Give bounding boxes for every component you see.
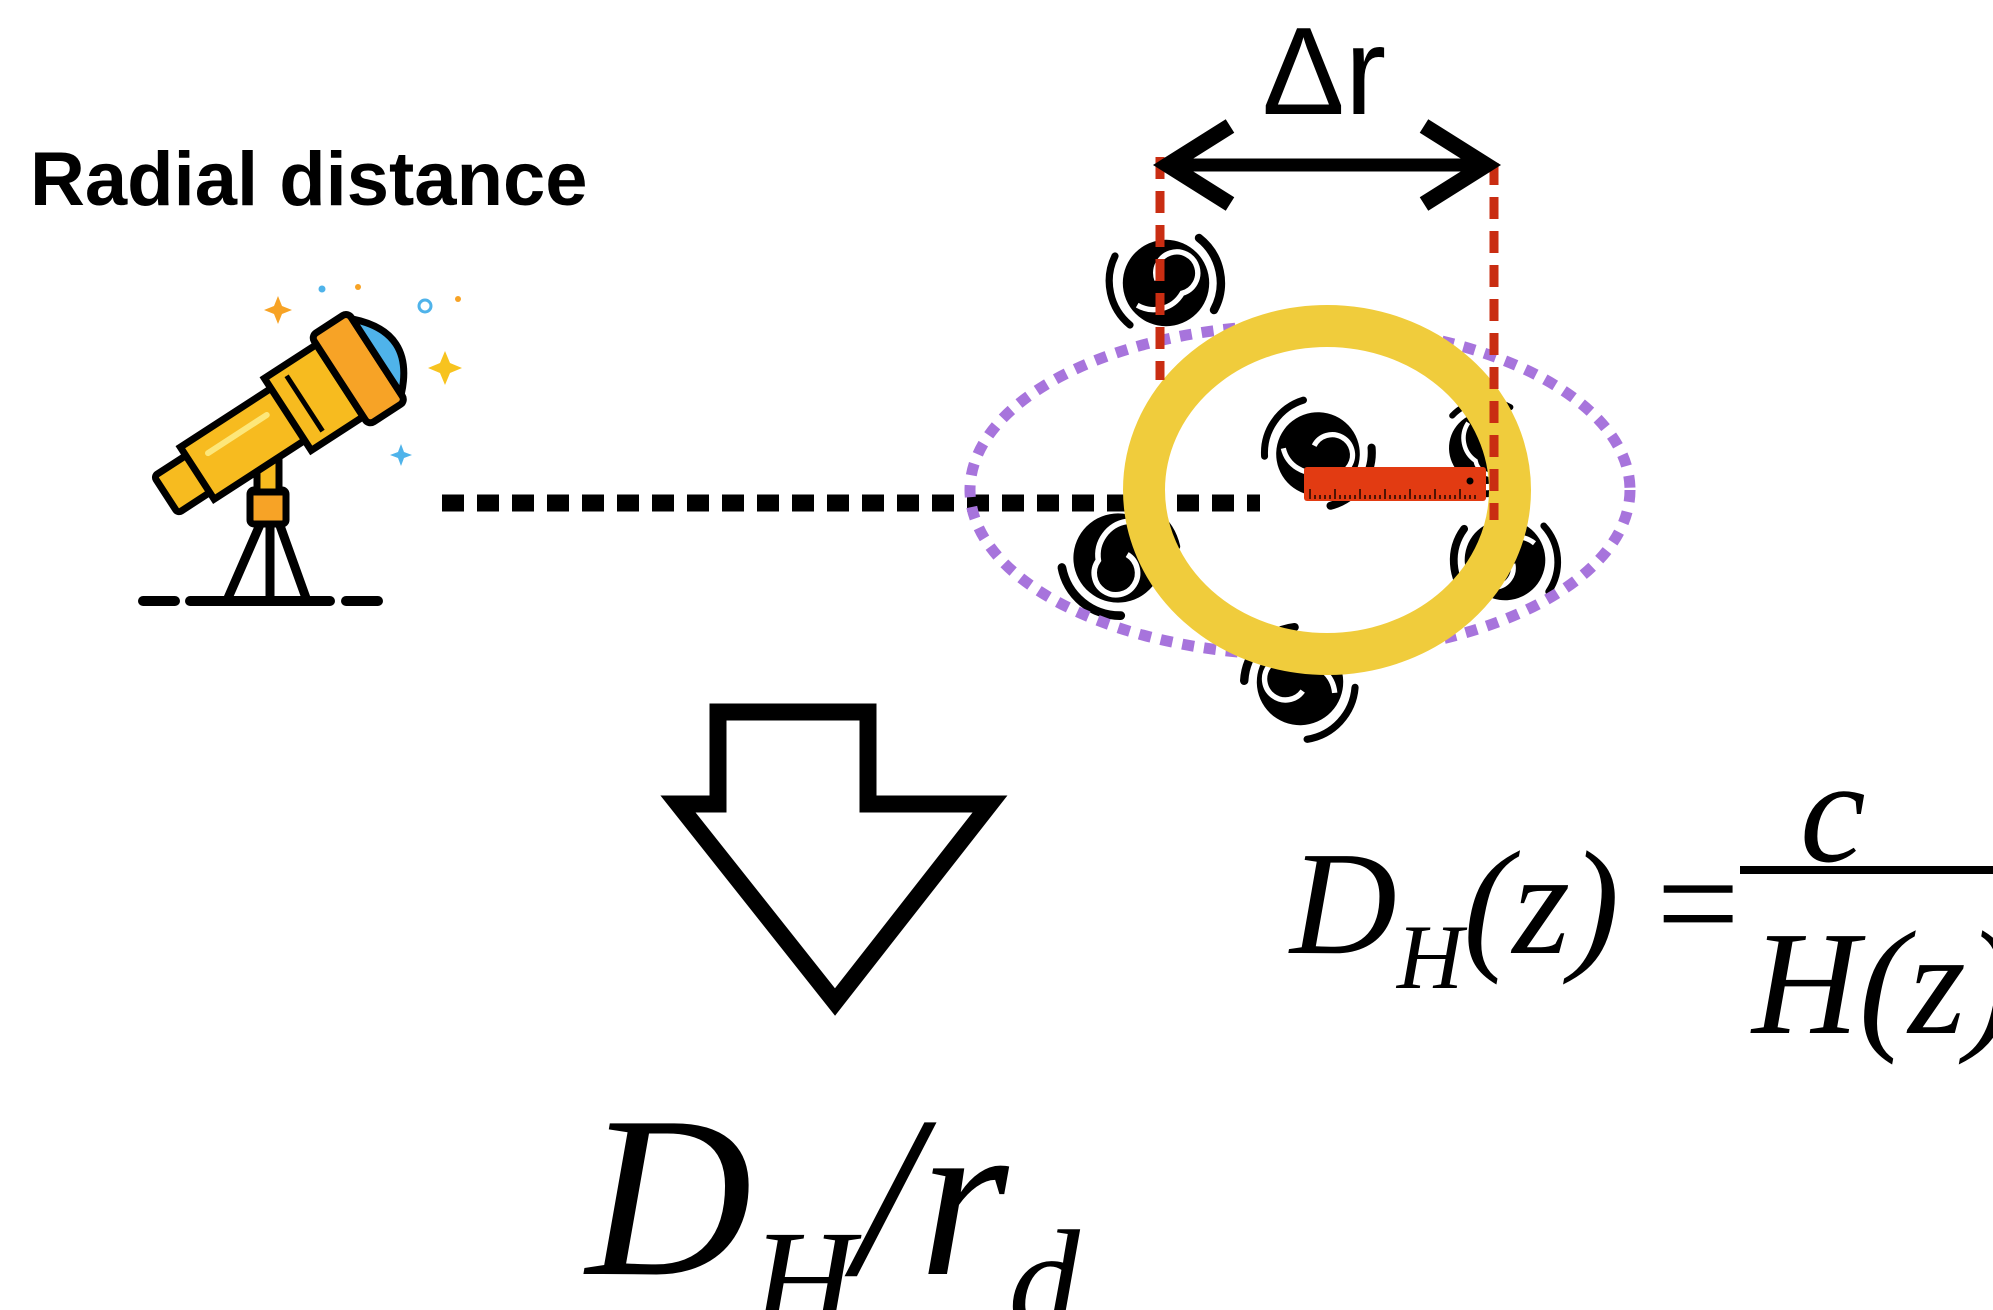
down-arrow-icon <box>660 703 1008 1016</box>
sparkles <box>264 284 462 466</box>
ruler-icon <box>1304 467 1486 501</box>
ratio-slash: / <box>855 1069 919 1310</box>
delta-r-label: Δr <box>1262 3 1387 141</box>
ratio-symbol: D <box>586 1069 753 1310</box>
ratio-r-subscript: d <box>1008 1201 1080 1310</box>
telescope-icon <box>138 284 462 606</box>
formula-lhs: DH(z) = <box>1290 830 1740 1003</box>
formula-lhs-symbol: D <box>1290 822 1397 986</box>
ratio-r: r <box>919 1069 1009 1310</box>
ratio-subscript: H <box>752 1201 856 1310</box>
formula-lhs-argument: (z) <box>1463 822 1620 986</box>
formula-denominator-symbol: H <box>1752 902 1859 1066</box>
ratio-expression: DH/rd <box>586 1082 1080 1310</box>
formula-numerator-symbol: c <box>1800 730 1866 894</box>
formula-lhs-subscript: H <box>1396 905 1464 1008</box>
formula-numerator: c <box>1800 738 1866 886</box>
double-arrow-icon <box>1152 119 1502 211</box>
formula-equals: = <box>1656 822 1740 986</box>
formula-denominator-argument: (z) <box>1858 902 1993 1066</box>
diagram-title: Radial distance <box>30 137 588 222</box>
bao-ring <box>1123 305 1531 675</box>
formula-denominator: H(z) <box>1752 910 1993 1058</box>
galaxy-icon <box>1105 233 1226 329</box>
